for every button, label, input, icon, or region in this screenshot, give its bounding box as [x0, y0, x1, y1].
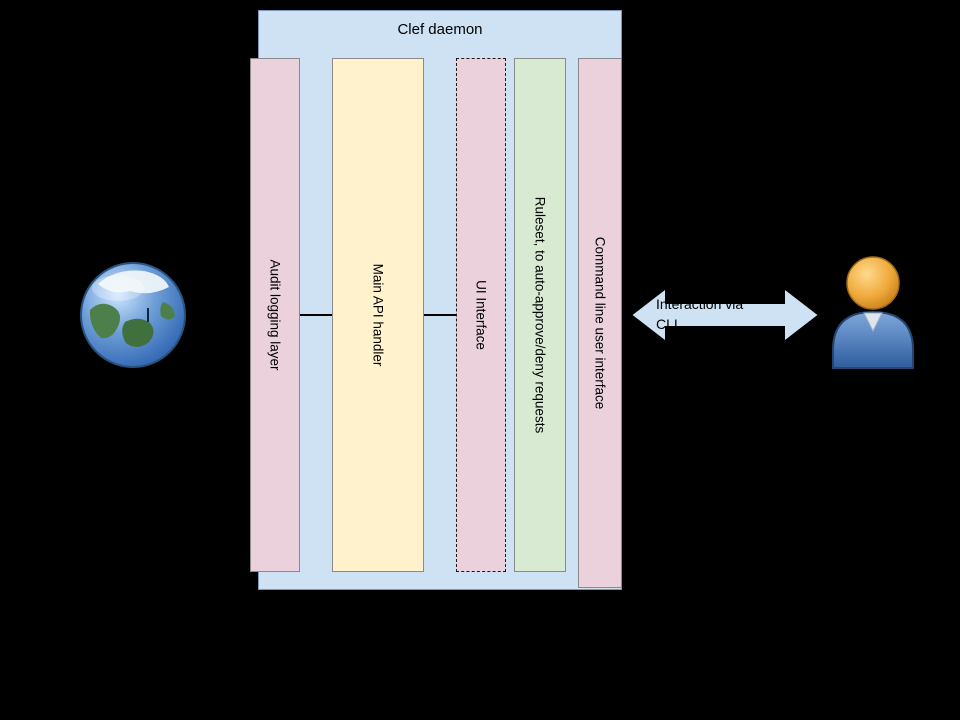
bar-command-line-user-interface-label: Command line user interface [592, 236, 608, 410]
clef-daemon-container: Clef daemon [258, 10, 622, 590]
user-icon [828, 252, 918, 370]
bar-ui-interface: UI Interface [456, 58, 506, 572]
bar-ruleset-label: Ruleset, to auto-approve/deny requests [532, 196, 548, 434]
bar-audit-logging-layer-label: Audit logging layer [267, 259, 283, 371]
globe-icon [78, 260, 188, 370]
connector-line-audit-to-api [300, 314, 332, 316]
bar-main-api-handler: Main API handler [332, 58, 424, 572]
bar-main-api-handler-label: Main API handler [370, 263, 386, 367]
connector-line-api-to-ui [424, 314, 456, 316]
bar-ruleset: Ruleset, to auto-approve/deny requests [514, 58, 566, 572]
arrow-label: Interaction via CLI [656, 296, 744, 332]
bar-ui-interface-label: UI Interface [473, 280, 489, 350]
bar-command-line-user-interface: Command line user interface [578, 58, 622, 588]
double-arrow-icon [628, 283, 822, 347]
container-title: Clef daemon [397, 21, 483, 38]
bar-audit-logging-layer: Audit logging layer [250, 58, 300, 572]
globe-meridian-mark [147, 308, 149, 322]
